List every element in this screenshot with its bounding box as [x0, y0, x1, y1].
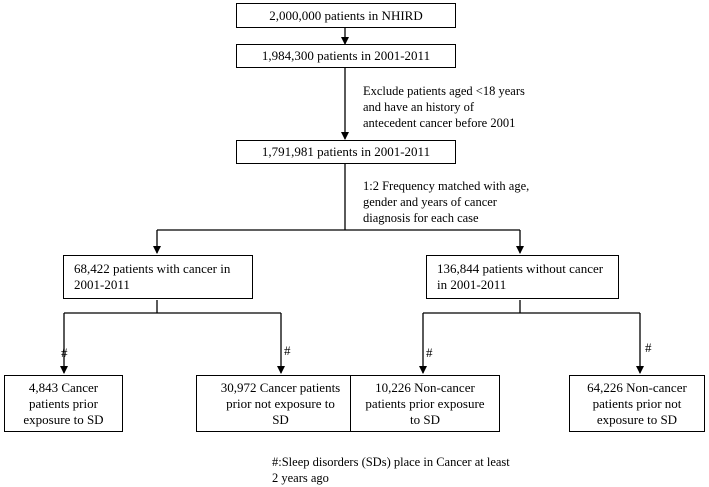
node-without-cancer: 136,844 patients without cancer in 2001-… [426, 255, 619, 299]
node-cancer-not-exposed-sd: 30,972 Cancer patients prior not exposur… [196, 375, 365, 432]
note-exclusion-criteria: Exclude patients aged <18 years and have… [363, 84, 525, 130]
hash-mark-3: # [426, 345, 433, 360]
hash-mark-4: # [645, 340, 652, 355]
node-noncancer-exposed-sd: 10,226 Non-cancer patients prior exposur… [350, 375, 500, 432]
node-nhird-total: 2,000,000 patients in NHIRD [236, 3, 456, 28]
node-eligible-patients: 1,791,981 patients in 2001-2011 [236, 140, 456, 164]
node-with-cancer: 68,422 patients with cancer in 2001-2011 [63, 255, 253, 299]
footnote-sleep-disorders: #:Sleep disorders (SDs) place in Cancer … [272, 455, 510, 485]
node-noncancer-not-exposed-sd: 64,226 Non-cancer patients prior not exp… [569, 375, 705, 432]
hash-mark-2: # [284, 343, 291, 358]
note-frequency-matching: 1:2 Frequency matched with age, gender a… [363, 179, 530, 225]
hash-mark-1: # [61, 345, 68, 360]
node-patients-2001-2011: 1,984,300 patients in 2001-2011 [236, 44, 456, 68]
node-cancer-exposed-sd: 4,843 Cancer patients prior exposure to … [4, 375, 123, 432]
